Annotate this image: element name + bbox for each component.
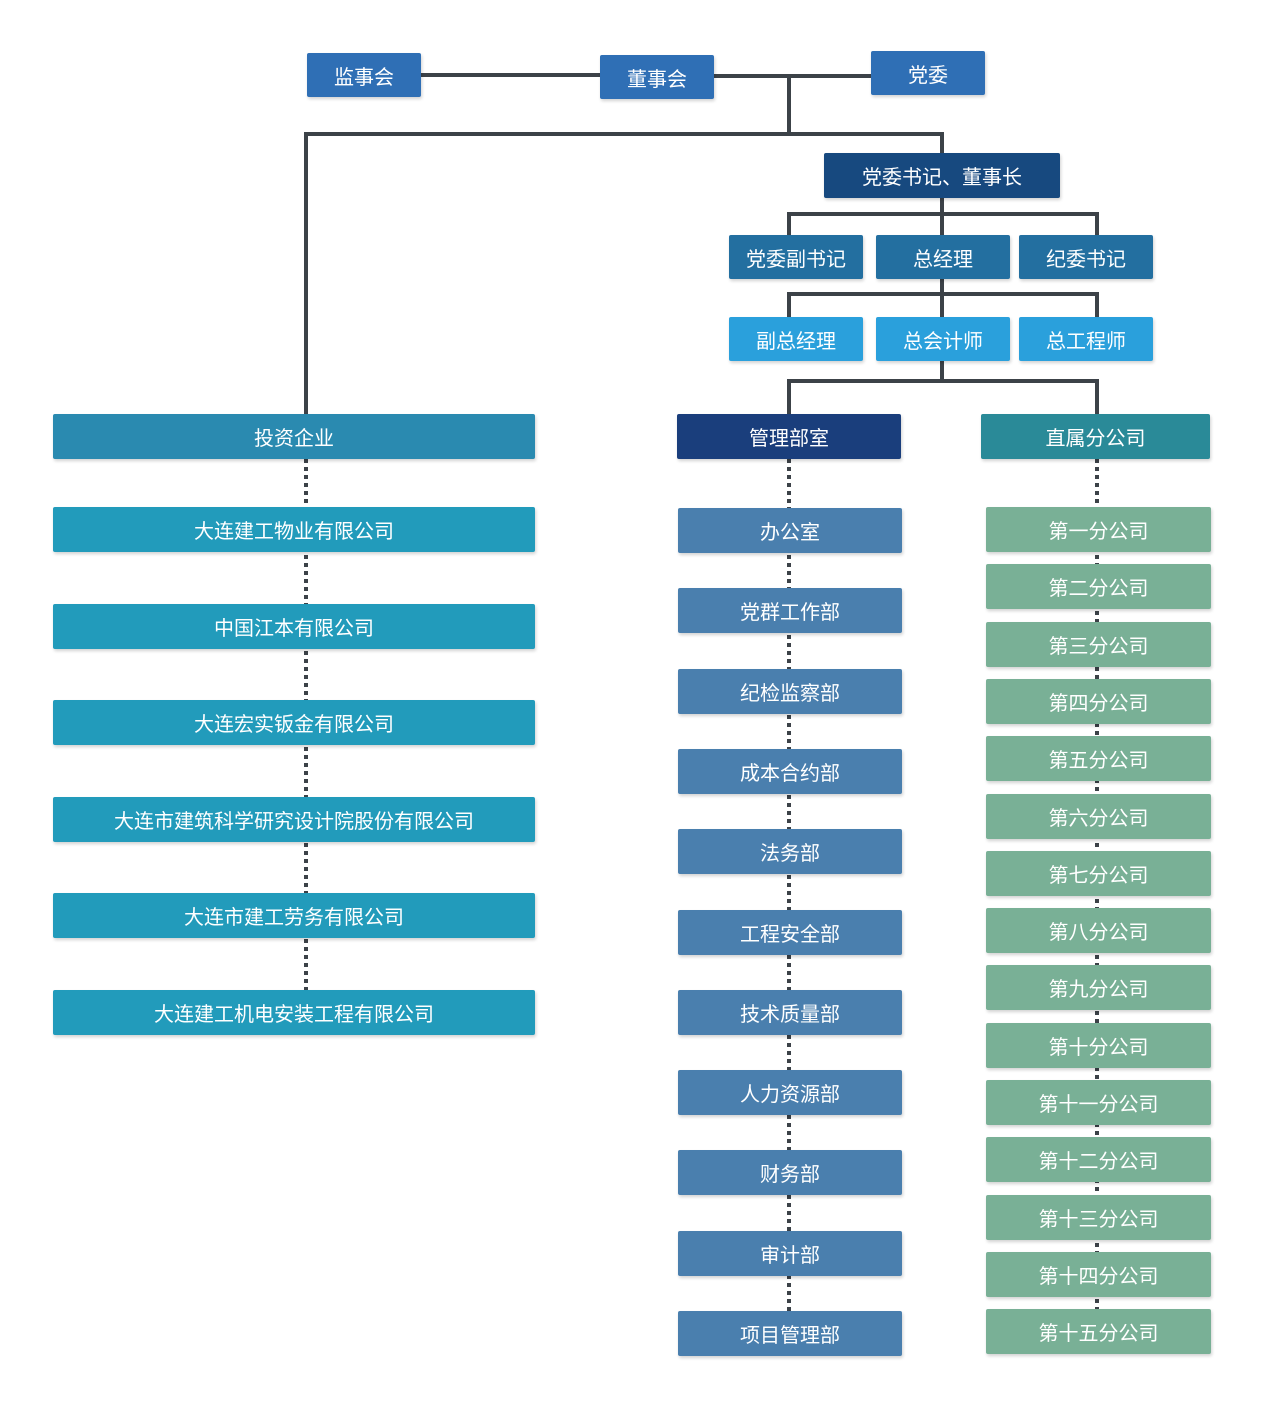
management-item-4[interactable]: 成本合约部: [678, 748, 902, 794]
management-item-8[interactable]: 人力资源部: [678, 1070, 902, 1116]
board-split: [304, 132, 944, 414]
investment-item-6[interactable]: 大连建工机电安装工程有限公司: [53, 990, 535, 1035]
investment-item-1[interactable]: 大连建工物业有限公司: [53, 507, 535, 552]
management-item-6[interactable]: 工程安全部: [678, 909, 902, 955]
branch-item-13[interactable]: 第十三分公司: [986, 1194, 1211, 1240]
management-item-2[interactable]: 党群工作部: [678, 588, 902, 634]
branch-item-5[interactable]: 第五分公司: [986, 736, 1211, 782]
level2-connector: [787, 212, 1099, 235]
branch-item-7[interactable]: 第七分公司: [986, 850, 1211, 896]
branch-item-2[interactable]: 第二分公司: [986, 564, 1211, 610]
branch-item-12[interactable]: 第十二分公司: [986, 1137, 1211, 1183]
branch-item-8[interactable]: 第八分公司: [986, 908, 1211, 954]
headers-connector: [787, 379, 1099, 414]
deputy-secretary-node[interactable]: 党委副书记: [729, 235, 863, 279]
branch-item-9[interactable]: 第九分公司: [986, 965, 1211, 1011]
management-item-3[interactable]: 纪检监察部: [678, 668, 902, 714]
general-manager-node[interactable]: 总经理: [876, 235, 1010, 279]
chairman-node[interactable]: 党委书记、董事长: [824, 153, 1060, 198]
management-item-1[interactable]: 办公室: [678, 508, 902, 553]
investment-item-5[interactable]: 大连市建工劳务有限公司: [53, 893, 535, 939]
discipline-secretary-node[interactable]: 纪委书记: [1019, 235, 1153, 279]
chief-engineer-node[interactable]: 总工程师: [1019, 317, 1153, 361]
branch-item-14[interactable]: 第十四分公司: [986, 1251, 1211, 1297]
management-item-7[interactable]: 技术质量部: [678, 989, 902, 1035]
party-committee-node[interactable]: 党委: [871, 51, 985, 95]
branches-header[interactable]: 直属分公司: [981, 414, 1210, 459]
management-header[interactable]: 管理部室: [677, 414, 901, 459]
investment-item-4[interactable]: 大连市建筑科学研究设计院股份有限公司: [53, 796, 535, 842]
branch-item-3[interactable]: 第三分公司: [986, 621, 1211, 667]
branch-item-6[interactable]: 第六分公司: [986, 793, 1211, 839]
management-item-10[interactable]: 审计部: [678, 1230, 902, 1276]
top-connector: [421, 73, 871, 78]
branch-item-11[interactable]: 第十一分公司: [986, 1080, 1211, 1125]
level3-connector: [787, 292, 1099, 317]
branch-item-1[interactable]: 第一分公司: [986, 507, 1211, 552]
management-item-9[interactable]: 财务部: [678, 1150, 902, 1196]
supervisors-node[interactable]: 监事会: [307, 53, 421, 97]
investment-item-2[interactable]: 中国江本有限公司: [53, 603, 535, 649]
branch-item-15[interactable]: 第十五分公司: [986, 1309, 1211, 1355]
deputy-gm-node[interactable]: 副总经理: [729, 317, 863, 361]
management-item-11[interactable]: 项目管理部: [678, 1311, 902, 1356]
management-item-5[interactable]: 法务部: [678, 829, 902, 875]
branch-item-4[interactable]: 第四分公司: [986, 678, 1211, 724]
investments-header[interactable]: 投资企业: [53, 414, 535, 459]
board-node[interactable]: 董事会: [600, 55, 714, 99]
investment-item-3[interactable]: 大连宏实钣金有限公司: [53, 700, 535, 746]
chief-accountant-node[interactable]: 总会计师: [876, 317, 1010, 361]
branch-item-10[interactable]: 第十分公司: [986, 1022, 1211, 1068]
